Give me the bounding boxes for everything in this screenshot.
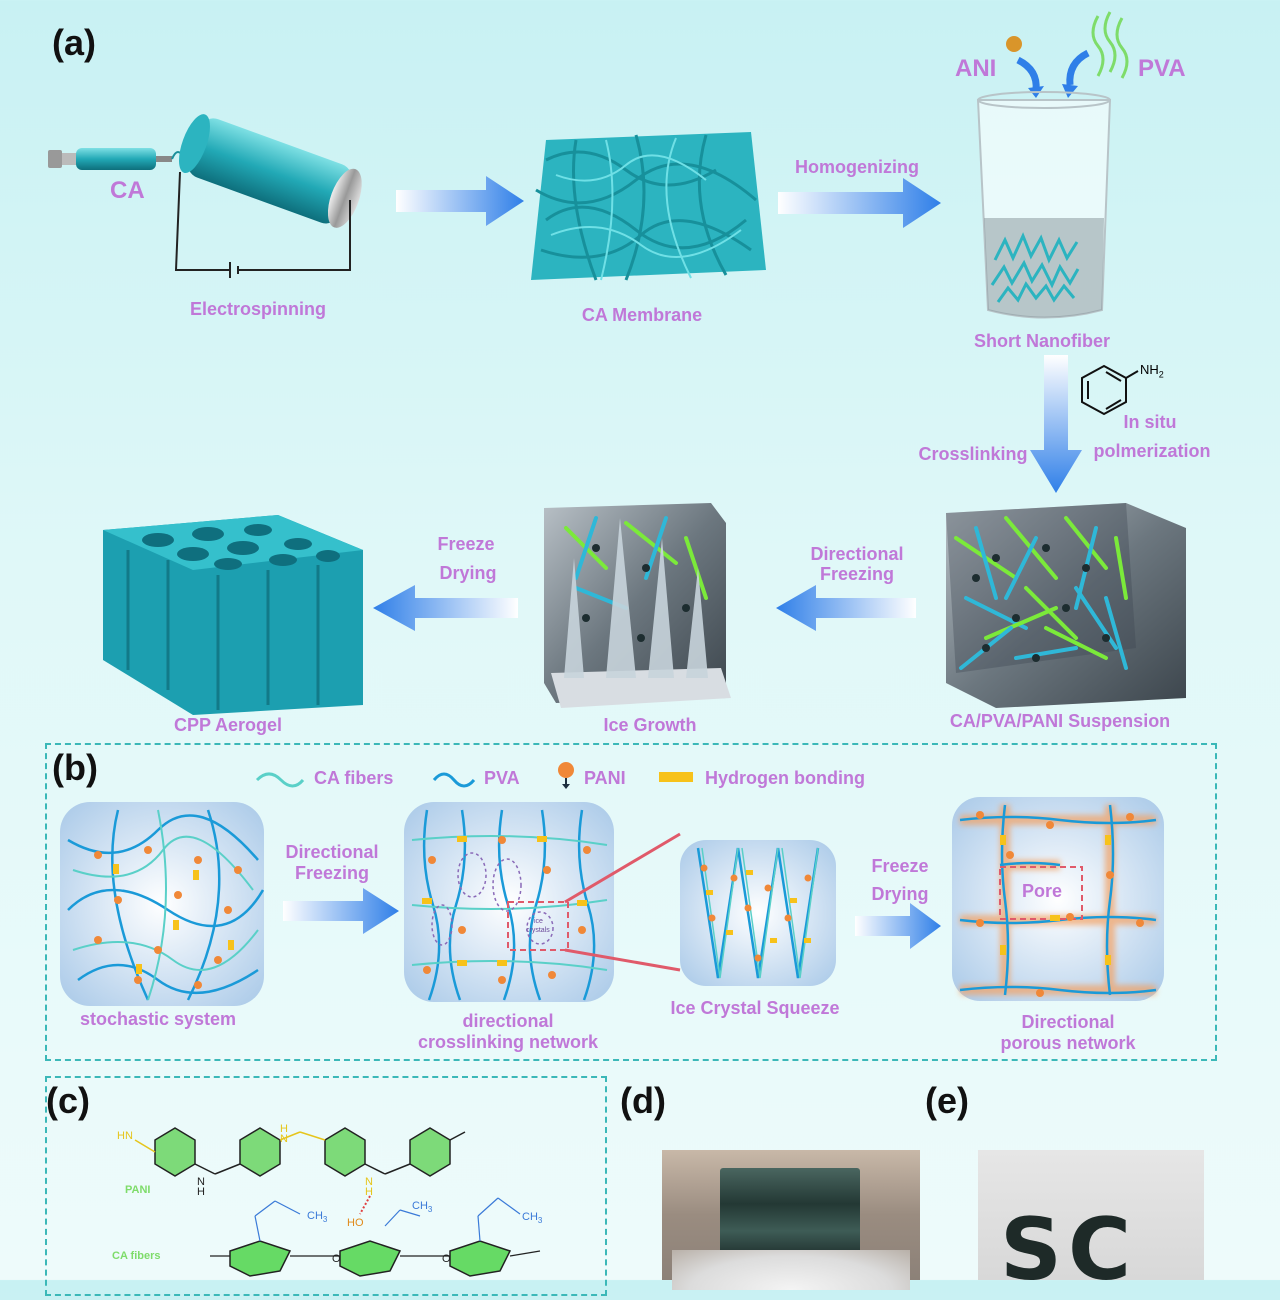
pani-structure: [134, 1127, 466, 1177]
legend-pva: PVA: [484, 768, 520, 788]
electrospinning-label: Electrospinning: [189, 299, 327, 319]
arrow-left-1: [776, 585, 916, 631]
c-n2: N: [197, 1176, 205, 1188]
legend-hbond-icon: [659, 772, 693, 782]
pore-label: Pore: [1021, 881, 1063, 901]
porous-network: [952, 797, 1164, 1001]
porous-label-2: porous network: [1000, 1033, 1136, 1053]
porous-label-1: Directional: [1021, 1012, 1115, 1032]
crosslinking-label: Crosslinking: [918, 444, 1028, 464]
b-arrow-2: [855, 903, 941, 949]
aerogel-label: CPP Aerogel: [173, 715, 283, 735]
in-situ-label: In situ: [1123, 412, 1177, 432]
b-freeze-drying-2: Drying: [871, 884, 929, 904]
squeeze-label: Ice Crystal Squeeze: [670, 998, 840, 1018]
arrow-left-2: [373, 585, 518, 631]
beaker: [976, 91, 1112, 319]
crosslinking-network: [404, 802, 614, 1002]
c-hn: HN: [117, 1130, 133, 1142]
arrow-right-2: [778, 178, 941, 228]
ice-crystals-small-2: crystals: [526, 927, 550, 934]
ca-membrane: [531, 132, 766, 281]
dandelion-fluff: [672, 1250, 910, 1290]
directional-freezing-label-1: Directional: [810, 544, 904, 564]
c-ho: HO: [347, 1217, 364, 1229]
panel-b-frame: [45, 743, 1217, 1061]
ani-pva-inputs: [1006, 11, 1129, 98]
aerogel-photo: [662, 1150, 920, 1290]
polymerization-label: polmerization: [1093, 441, 1211, 461]
cpp-aerogel: [103, 515, 363, 715]
c-o-2: O: [442, 1253, 451, 1265]
panel-b-label: (b): [52, 747, 98, 788]
nh2-label: NH2: [1140, 362, 1164, 380]
b-directional-freezing-2: Freezing: [294, 863, 370, 883]
ca-membrane-label: CA Membrane: [581, 305, 703, 325]
stochastic-system: [60, 802, 265, 1006]
pva-label: PVA: [1138, 55, 1186, 82]
legend-pani-icon: [558, 762, 574, 789]
ice-growth-label: Ice Growth: [603, 715, 697, 735]
suspension-cube: [946, 503, 1186, 708]
c-n1: N: [280, 1133, 288, 1145]
legend-ca-fibers-icon: [255, 772, 305, 788]
c-ch3-2: CH3: [412, 1200, 433, 1215]
b-directional-freezing-1: Directional: [285, 842, 379, 862]
ice-growth-cube: [544, 503, 731, 708]
short-nanofiber-label: Short Nanofiber: [973, 331, 1111, 351]
ani-label: ANI: [955, 55, 997, 82]
legend-pani: PANI: [584, 768, 626, 788]
legend-hbond: Hydrogen bonding: [705, 768, 865, 788]
panel-e-label: (e): [925, 1080, 969, 1121]
ice-crystal-squeeze: [680, 840, 836, 986]
panel-a-label: (a): [52, 22, 96, 63]
b-arrow-1: [283, 888, 399, 934]
panel-c-label: (c): [46, 1080, 90, 1121]
aniline-structure: [1081, 364, 1139, 416]
suspension-label: CA/PVA/PANI Suspension: [949, 711, 1171, 731]
ice-crystals-small-1: ice: [534, 918, 543, 925]
arrow-down: [1030, 355, 1082, 493]
cellulose-acetate-structure: [210, 1195, 541, 1277]
syringe-label: CA: [110, 177, 145, 204]
freeze-drying-label-1: Freeze: [437, 534, 495, 554]
c-o-1: O: [332, 1253, 341, 1265]
legend-ca-fibers: CA fibers: [314, 768, 394, 788]
network-label-2: crosslinking network: [417, 1032, 599, 1052]
homogenizing-label: Homogenizing: [795, 157, 919, 177]
freeze-drying-label-2: Drying: [439, 563, 497, 583]
c-ch3-3: CH3: [522, 1211, 543, 1226]
c-ca-label: CA fibers: [112, 1250, 161, 1262]
aerogel-sample: [720, 1168, 860, 1258]
sc-text: SC: [1000, 1200, 1138, 1300]
c-ch3-1: CH3: [307, 1210, 328, 1225]
electrospinning-apparatus: [48, 114, 362, 278]
c-h2: H: [197, 1186, 205, 1198]
stochastic-label: stochastic system: [79, 1009, 237, 1029]
b-freeze-drying-1: Freeze: [871, 856, 929, 876]
c-h1: H: [280, 1123, 288, 1135]
arrow-right-1: [396, 176, 524, 226]
c-n3: N: [365, 1176, 373, 1188]
zoom-lines: [564, 832, 681, 972]
sc-photo: SC: [978, 1150, 1204, 1300]
network-label-1: directional: [462, 1011, 554, 1031]
legend-pva-icon: [432, 772, 476, 788]
panel-d-label: (d): [620, 1080, 666, 1121]
directional-freezing-label-2: Freezing: [819, 564, 895, 584]
c-h3: H: [365, 1186, 373, 1198]
c-pani-label: PANI: [125, 1184, 151, 1196]
